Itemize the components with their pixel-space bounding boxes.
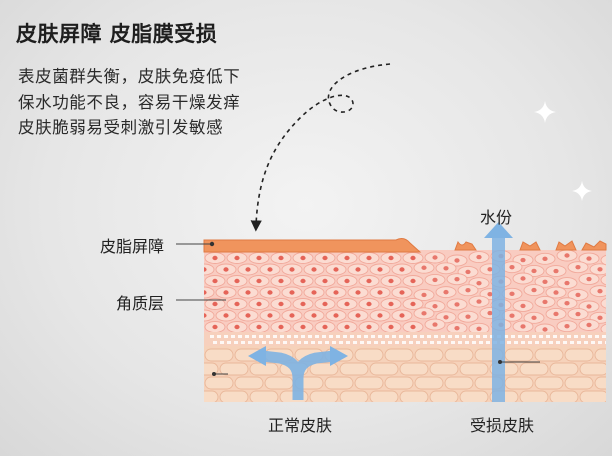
sebum-film	[203, 238, 422, 253]
page-title: 皮肤屏障 皮脂膜受损	[16, 22, 218, 46]
sebum-fragment-3	[555, 240, 577, 251]
arrow-head-right	[330, 346, 348, 366]
label-sebum-film: 皮脂屏障	[100, 237, 165, 256]
arrow-head-left	[248, 346, 266, 366]
label-stratum-corneum: 角质层	[116, 294, 165, 313]
label-water: 水份	[480, 208, 513, 227]
sebum-fragment-2	[519, 241, 541, 251]
label-damaged-skin: 受损皮肤	[470, 416, 535, 435]
description: 表皮菌群失衡，皮肤免疫低下 保水功能不良，容易干燥发痒 皮肤脆弱易受刺激引发敏感	[18, 64, 240, 141]
pointer-arrow	[250, 63, 391, 232]
label-normal-skin: 正常皮肤	[268, 416, 333, 435]
water-up-arrow	[484, 222, 513, 402]
description-line-3: 皮肤脆弱易受刺激引发敏感	[18, 118, 224, 137]
description-line-2: 保水功能不良，容易干燥发痒	[18, 92, 241, 112]
skin-cross-section	[204, 250, 606, 402]
water-retention-arrow	[261, 350, 335, 400]
sebum-fragment-4	[581, 240, 607, 251]
sebum-fragment-1	[454, 240, 477, 251]
sparkle-icon-2	[572, 181, 592, 201]
description-line-1: 表皮菌群失衡，皮肤免疫低下	[18, 67, 241, 86]
sparkle-icon-1	[534, 101, 556, 123]
